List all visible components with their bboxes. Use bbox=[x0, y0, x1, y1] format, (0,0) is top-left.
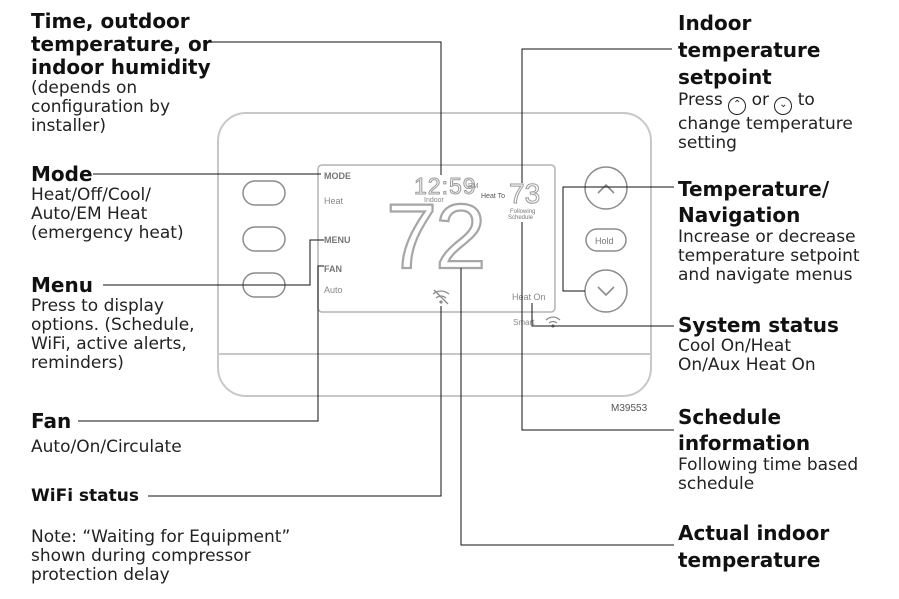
callout-system-title: System status bbox=[678, 313, 839, 337]
callout-time-title: Time, outdoor temperature, or indoor hum… bbox=[31, 9, 212, 79]
down-button[interactable] bbox=[584, 269, 628, 313]
callout-time: Time, outdoor temperature, or indoor hum… bbox=[31, 10, 212, 136]
screen-mode-value: Heat bbox=[324, 196, 344, 206]
circle-down-icon: ⌄ bbox=[774, 97, 793, 115]
screen-heat-on: Heat On bbox=[512, 292, 546, 302]
callout-mode-title: Mode bbox=[31, 162, 93, 186]
callout-mode: Mode Heat/Off/Cool/ Auto/EM Heat (emerge… bbox=[31, 163, 184, 243]
chevron-down-icon bbox=[597, 286, 615, 297]
screen-schedule: Schedule bbox=[508, 215, 534, 221]
callout-navigation-desc: Increase or decrease temperature setpoin… bbox=[678, 227, 860, 285]
screen-indoor-temp: 72 bbox=[386, 186, 484, 288]
leader-time bbox=[203, 41, 442, 175]
screen-mode-label: MODE bbox=[324, 171, 351, 181]
callout-setpoint-desc: Press ⌃ or ⌄ to change temperature settin… bbox=[678, 91, 853, 153]
callout-actual: Actual indoor temperature bbox=[678, 520, 829, 574]
screen-following: Following bbox=[510, 209, 535, 215]
callout-system-desc: Cool On/Heat On/Aux Heat On bbox=[678, 336, 816, 375]
callout-schedule-desc: Following time based schedule bbox=[678, 455, 859, 494]
callout-schedule: Schedule information Following time base… bbox=[678, 404, 858, 494]
setpoint-desc-to: to bbox=[797, 90, 815, 110]
callout-navigation-title: Temperature/ Navigation bbox=[678, 177, 830, 227]
up-button[interactable] bbox=[584, 166, 628, 210]
hold-label: Hold bbox=[595, 236, 614, 246]
leader-wifi bbox=[148, 306, 442, 497]
thermostat-screen bbox=[317, 164, 556, 313]
leader-actual bbox=[460, 268, 674, 546]
leader-schedule bbox=[521, 222, 674, 431]
mode-button[interactable] bbox=[242, 180, 286, 206]
note-text: Note: “Waiting for Equipment” shown duri… bbox=[31, 527, 291, 585]
chevron-up-icon bbox=[597, 183, 615, 194]
callout-menu-title: Menu bbox=[31, 273, 93, 297]
setpoint-desc-press: Press bbox=[678, 90, 723, 110]
callout-navigation: Temperature/ Navigation Increase or decr… bbox=[678, 176, 860, 285]
leader-menu bbox=[103, 239, 324, 286]
circle-up-icon: ⌃ bbox=[728, 97, 747, 115]
callout-mode-desc: Heat/Off/Cool/ Auto/EM Heat (emergency h… bbox=[31, 185, 184, 243]
hold-button[interactable] bbox=[585, 228, 627, 252]
leader-setpoint bbox=[521, 48, 672, 183]
callout-fan: Fan Auto/On/Circulate bbox=[31, 410, 182, 457]
leader-system bbox=[531, 303, 674, 327]
screen-time-suffix: PM bbox=[468, 183, 479, 190]
setpoint-desc-or: or bbox=[751, 90, 769, 110]
screen-setpoint: 73 bbox=[509, 178, 540, 209]
callout-setpoint-title: Indoor temperature setpoint bbox=[678, 11, 821, 89]
setpoint-desc-rest: change temperature setting bbox=[678, 114, 853, 153]
callout-setpoint: Indoor temperature setpoint Press ⌃ or ⌄… bbox=[678, 10, 853, 153]
wifi-off-icon bbox=[432, 289, 450, 305]
callout-schedule-title: Schedule information bbox=[678, 405, 811, 455]
callout-fan-desc: Auto/On/Circulate bbox=[31, 437, 182, 457]
callout-time-desc: (depends on configuration by installer) bbox=[31, 78, 171, 136]
screen-time: 12:59 bbox=[414, 173, 477, 199]
callout-menu: Menu Press to display options. (Schedule… bbox=[31, 274, 195, 373]
callout-system: System status Cool On/Heat On/Aux Heat O… bbox=[678, 314, 839, 375]
screen-fan-label: FAN bbox=[324, 264, 342, 274]
leader-navigation bbox=[562, 186, 674, 292]
screen-fan-value: Auto bbox=[324, 285, 343, 295]
leader-fan bbox=[78, 265, 324, 422]
figure-id: M39553 bbox=[611, 403, 648, 414]
smart-label: Smart bbox=[513, 318, 535, 327]
screen-time-sub: Indoor bbox=[424, 197, 445, 204]
menu-button[interactable] bbox=[242, 226, 286, 252]
callout-menu-desc: Press to display options. (Schedule, WiF… bbox=[31, 296, 195, 373]
callout-wifi: WiFi status bbox=[31, 485, 139, 508]
screen-heat-to: Heat To bbox=[481, 193, 505, 200]
callout-wifi-title: WiFi status bbox=[31, 486, 140, 506]
leader-lines bbox=[78, 41, 674, 546]
callout-actual-title: Actual indoor temperature bbox=[678, 521, 830, 572]
screen-menu-label: MENU bbox=[324, 235, 351, 245]
callout-fan-title: Fan bbox=[31, 409, 72, 433]
